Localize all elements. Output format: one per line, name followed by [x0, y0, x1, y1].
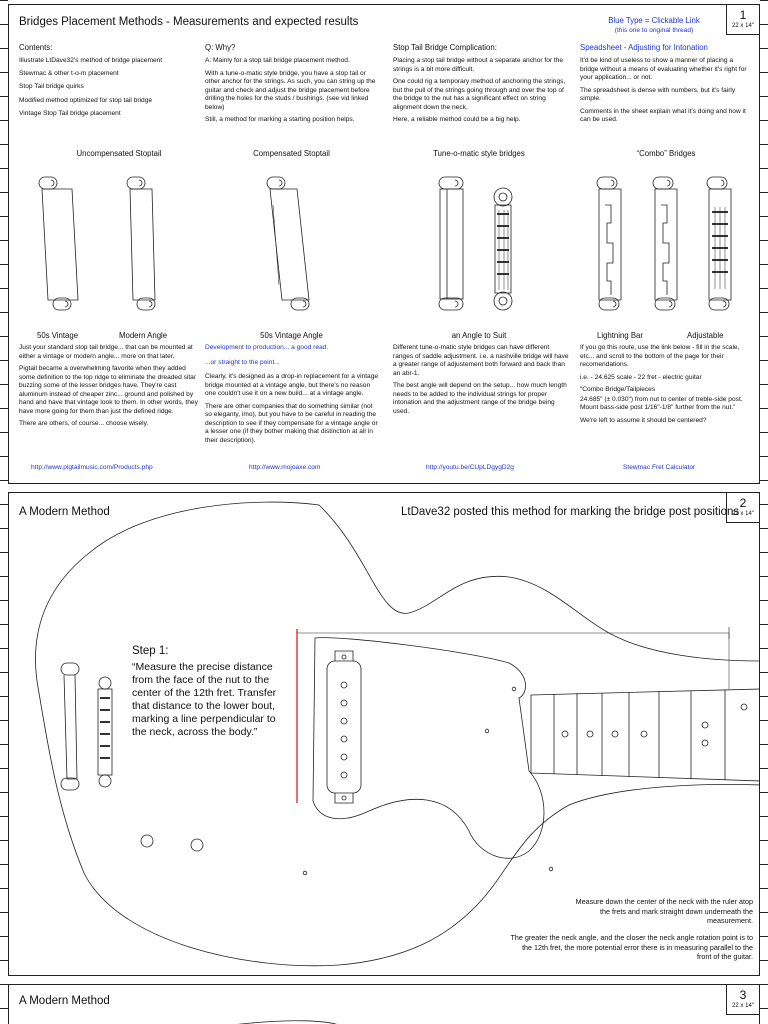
sheet-number-box: 3 22 x 14": [726, 985, 759, 1015]
sheet-title: A Modern Method: [19, 995, 110, 1007]
sheet-title: A Modern Method: [19, 506, 110, 518]
sheet-number-box: 2 22 x 14": [726, 493, 759, 523]
step-instructions: “Measure the precise distance from the f…: [132, 661, 277, 738]
youtube-link[interactable]: http://youtu.be/CUpLDgygD2g: [426, 464, 514, 471]
complication-title: Stop Tail Bridge Complication:: [393, 43, 497, 52]
stoptail-description: Just your standard stop tail bridge... t…: [19, 344, 201, 433]
mojoaxe-link[interactable]: http://www.mojoaxe.com: [249, 464, 321, 471]
sheet-number: 1: [739, 8, 747, 22]
contents-item: Stewmac & other t-o-m placement: [19, 70, 119, 78]
stoptail-modern-drawing: [126, 176, 156, 311]
why-paragraph: With a tune-o-matic style bridge, you ha…: [205, 69, 376, 111]
lightning-bar-drawing: [596, 176, 622, 311]
spreadsheet-paragraph: Comments in the sheet explain what it's …: [580, 107, 746, 124]
combo-paragraph: 24.685" (± 0.030") from nut to center of…: [580, 395, 743, 412]
sheet-number-box: 1 22 x 14": [726, 5, 759, 35]
compensated-paragraph: Clearly, it's designed as a drop-in repl…: [205, 373, 379, 397]
tom-angled-drawing: [493, 187, 513, 311]
sheet-3: 3 22 x 14" A Modern Method: [8, 984, 760, 1024]
why-text: A: Mainly for a stop tail bridge placeme…: [205, 57, 381, 129]
complication-paragraph: One could rig a temporary method of anch…: [393, 78, 566, 111]
neck-angle-note: The greater the neck angle, and the clos…: [510, 933, 753, 961]
spreadsheet-link-title[interactable]: Speadsheet - Adjusting for Intonation: [580, 43, 708, 52]
contents-title: Contents:: [19, 43, 53, 52]
combo-paragraph: If you go this route, use the link below…: [580, 344, 740, 368]
combo-saddles-drawing: [706, 176, 732, 311]
heading-uncompensated: Uncompensated Stoptail: [76, 149, 162, 158]
link-legend-sub[interactable]: (this one to original thread): [614, 27, 694, 34]
label-50s-vintage-angle: 50s Vintage Angle: [260, 331, 323, 340]
contents-item: Modified method optimized for stop tail …: [19, 96, 153, 104]
screw: [302, 870, 308, 876]
why-paragraph: Still, a method for marking a starting p…: [205, 116, 355, 123]
guitar-body-drawing: [237, 1020, 337, 1024]
heading-compensated: Compensated Stoptail: [253, 149, 330, 158]
spreadsheet-paragraph: It'd be kind of useless to show a manner…: [580, 57, 747, 81]
link-legend[interactable]: Blue Type = Clickable Link: [608, 16, 700, 25]
stoptail-paragraph: There are others, of course... choose wi…: [19, 420, 149, 427]
tom-paragraph: Different tune-o-matic style bridges can…: [393, 344, 569, 377]
knob: [140, 834, 154, 848]
measure-note: Measure down the center of the neck with…: [575, 897, 753, 925]
pigtail-link[interactable]: http://www.pigtailmusic.com/Products.php: [31, 464, 153, 471]
label-angle-to-suit: an Angle to Suit: [451, 331, 507, 340]
label-50s-vintage: 50s Vintage: [37, 331, 79, 340]
body-outline: [35, 501, 759, 967]
complication-paragraph: Placing a stop tail bridge without a sep…: [393, 57, 564, 73]
contents-list: Illustrate LtDave32's method of bridge p…: [19, 57, 204, 123]
sheet-size: 22 x 14": [732, 23, 754, 29]
bridge-drawings: [38, 176, 732, 311]
straight-to-point-link[interactable]: ...or straight to the point...: [205, 358, 280, 366]
compensated-description: Development to production... a good read…: [205, 344, 381, 449]
spreadsheet-text: It'd be kind of useless to show a manner…: [580, 57, 752, 129]
contents-item: Illustrate LtDave32's method of bridge p…: [19, 57, 163, 64]
combo-adjustable-drawing: [652, 176, 678, 311]
complication-paragraph: Here, a reliable method could be a big h…: [393, 116, 521, 123]
why-paragraph: A: Mainly for a stop tail bridge placeme…: [205, 57, 350, 64]
p90-pickup: [326, 650, 362, 804]
stewmac-calculator-link[interactable]: Stewmac Fret Calculator: [623, 464, 696, 471]
combo-paragraph: We're left to assume it should be center…: [580, 416, 707, 424]
label-adjustable: Adjustable: [687, 331, 724, 340]
complication-text: Placing a stop tail bridge without a sep…: [393, 57, 571, 129]
screw: [511, 686, 517, 692]
combo-paragraph: i.e. - 24.625 scale - 22 fret - electric…: [580, 373, 702, 381]
body-bridge: [60, 662, 113, 791]
label-modern-angle: Modern Angle: [119, 331, 168, 340]
development-link[interactable]: Development to production... a good read…: [205, 344, 329, 351]
tom-straight-drawing: [438, 176, 464, 311]
guitar-body-drawing: [35, 501, 759, 967]
compensated-paragraph: There are other companies that do someth…: [205, 402, 378, 444]
screw: [548, 866, 554, 872]
sheet-title: Bridges Placement Methods - Measurements…: [19, 16, 359, 28]
stoptail-compensated-drawing: [266, 176, 310, 311]
sheet-1: 1 22 x 14" Bridges Placement Methods - M…: [8, 4, 760, 484]
heading-tom: Tune-o-matic style bridges: [433, 149, 525, 158]
contents-item: Vintage Stop Tail bridge placement: [19, 109, 121, 117]
tom-paragraph: The best angle will depend on the setup.…: [393, 382, 567, 415]
sheet-size: 22 x 14": [732, 511, 754, 517]
sheet-size: 22 x 14": [732, 1003, 754, 1009]
method-credit: LtDave32 posted this method for marking …: [401, 506, 740, 518]
pickguard-outline: [312, 637, 545, 859]
combo-description: If you go this route, use the link below…: [580, 344, 754, 429]
neck: [530, 688, 759, 782]
label-lightning-bar: Lightning Bar: [597, 331, 643, 340]
stoptail-paragraph: Just your standard stop tail bridge... t…: [19, 344, 193, 360]
contents-item: Stop Tail bridge quirks: [19, 83, 84, 91]
heading-combo: “Combo” Bridges: [636, 149, 696, 158]
sheet-number: 3: [739, 988, 747, 1002]
why-title: Q: Why?: [205, 43, 236, 52]
combo-paragraph: “Combo Bridge/Tailpieces: [580, 386, 656, 393]
screw: [484, 728, 490, 734]
sheet-number: 2: [739, 496, 747, 510]
step-title: Step 1:: [132, 645, 169, 657]
stoptail-vintage-drawing: [38, 176, 79, 311]
knob: [190, 838, 204, 852]
spreadsheet-paragraph: The spreadsheet is dense with numbers, b…: [580, 86, 736, 103]
sheet-2: 2 22 x 14" A Modern Method LtDave32 post…: [8, 492, 760, 976]
tom-description: Different tune-o-matic style bridges can…: [393, 344, 569, 420]
stoptail-paragraph: Pigtail became a overwhelming favorite w…: [19, 365, 198, 415]
